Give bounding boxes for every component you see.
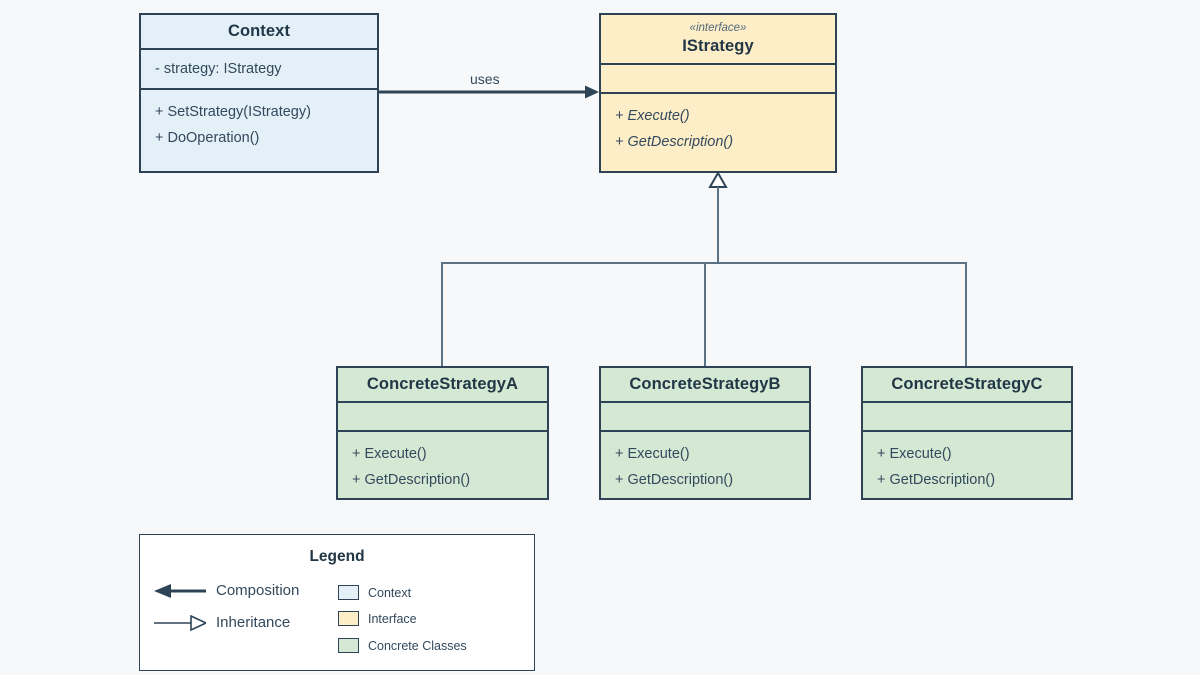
legend-item-concrete-classes: Concrete Classes — [338, 638, 467, 653]
legend-swatch-context — [338, 585, 359, 600]
legend-item-interface: Interface — [338, 611, 417, 626]
operation-row: + GetDescription() — [615, 472, 734, 488]
inheritance-arrow-icon — [154, 614, 206, 631]
class-attributes-istrategy — [601, 65, 835, 94]
legend-label-composition: Composition — [216, 582, 300, 599]
class-title-istrategy: IStrategy — [682, 37, 754, 55]
legend-title: Legend — [309, 548, 365, 565]
class-box-concrete-strategy-c[interactable]: ConcreteStrategyC + Execute() + GetDescr… — [861, 366, 1073, 500]
edge-inheritance-bus — [441, 170, 967, 366]
operation-row: + GetDescription() — [877, 472, 996, 488]
class-header-concrete-strategy-c: ConcreteStrategyC — [863, 368, 1071, 403]
class-operations-istrategy: + Execute() + GetDescription() — [601, 94, 835, 165]
class-box-istrategy[interactable]: «interface» IStrategy + Execute() + GetD… — [599, 13, 837, 173]
operation-row: + GetDescription() — [352, 472, 471, 488]
legend-swatch-interface — [338, 611, 359, 626]
class-title-concrete-strategy-c: ConcreteStrategyC — [891, 375, 1043, 393]
legend-label-interface: Interface — [368, 611, 417, 626]
class-title-concrete-strategy-b: ConcreteStrategyB — [629, 375, 781, 393]
legend-panel: Legend Composition Inheritance Context I… — [139, 534, 535, 671]
operation-row: + Execute() — [877, 446, 952, 462]
class-title-concrete-strategy-a: ConcreteStrategyA — [366, 375, 519, 393]
legend-item-inheritance: Inheritance — [154, 614, 290, 631]
legend-item-composition: Composition — [154, 582, 299, 599]
class-header-context: Context — [141, 15, 377, 50]
edge-label-uses: uses — [470, 71, 500, 87]
operation-row: + GetDescription() — [615, 134, 734, 150]
class-attributes-concrete-strategy-a — [338, 403, 547, 432]
class-box-concrete-strategy-a[interactable]: ConcreteStrategyA + Execute() + GetDescr… — [336, 366, 549, 500]
legend-swatch-concrete-classes — [338, 638, 359, 653]
class-header-concrete-strategy-a: ConcreteStrategyA — [338, 368, 547, 403]
class-box-context[interactable]: Context - strategy: IStrategy + SetStrat… — [139, 13, 379, 173]
operation-row: + SetStrategy(IStrategy) — [155, 104, 311, 120]
operation-row: + Execute() — [615, 108, 690, 124]
class-attributes-context: - strategy: IStrategy — [141, 50, 377, 90]
operation-row: + Execute() — [352, 446, 427, 462]
legend-label-context: Context — [368, 585, 412, 600]
class-header-concrete-strategy-b: ConcreteStrategyB — [601, 368, 809, 403]
legend-label-concrete-classes: Concrete Classes — [368, 638, 467, 653]
legend-item-context: Context — [338, 585, 411, 600]
class-box-concrete-strategy-b[interactable]: ConcreteStrategyB + Execute() + GetDescr… — [599, 366, 811, 500]
legend-label-inheritance: Inheritance — [216, 614, 291, 631]
class-attributes-concrete-strategy-b — [601, 403, 809, 432]
attribute-row: - strategy: IStrategy — [155, 61, 282, 77]
class-operations-concrete-strategy-a: + Execute() + GetDescription() — [338, 432, 547, 498]
class-title-context: Context — [227, 22, 291, 40]
class-operations-concrete-strategy-c: + Execute() + GetDescription() — [863, 432, 1071, 498]
class-header-istrategy: «interface» IStrategy — [601, 15, 835, 65]
class-operations-context: + SetStrategy(IStrategy) + DoOperation() — [141, 90, 377, 161]
edge-context-uses-istrategy — [379, 85, 599, 99]
class-attributes-concrete-strategy-c — [863, 403, 1071, 432]
class-operations-concrete-strategy-b: + Execute() + GetDescription() — [601, 432, 809, 498]
operation-row: + Execute() — [615, 446, 690, 462]
operation-row: + DoOperation() — [155, 130, 260, 146]
class-stereotype-istrategy: «interface» — [689, 22, 747, 34]
composition-arrow-icon — [154, 583, 206, 598]
